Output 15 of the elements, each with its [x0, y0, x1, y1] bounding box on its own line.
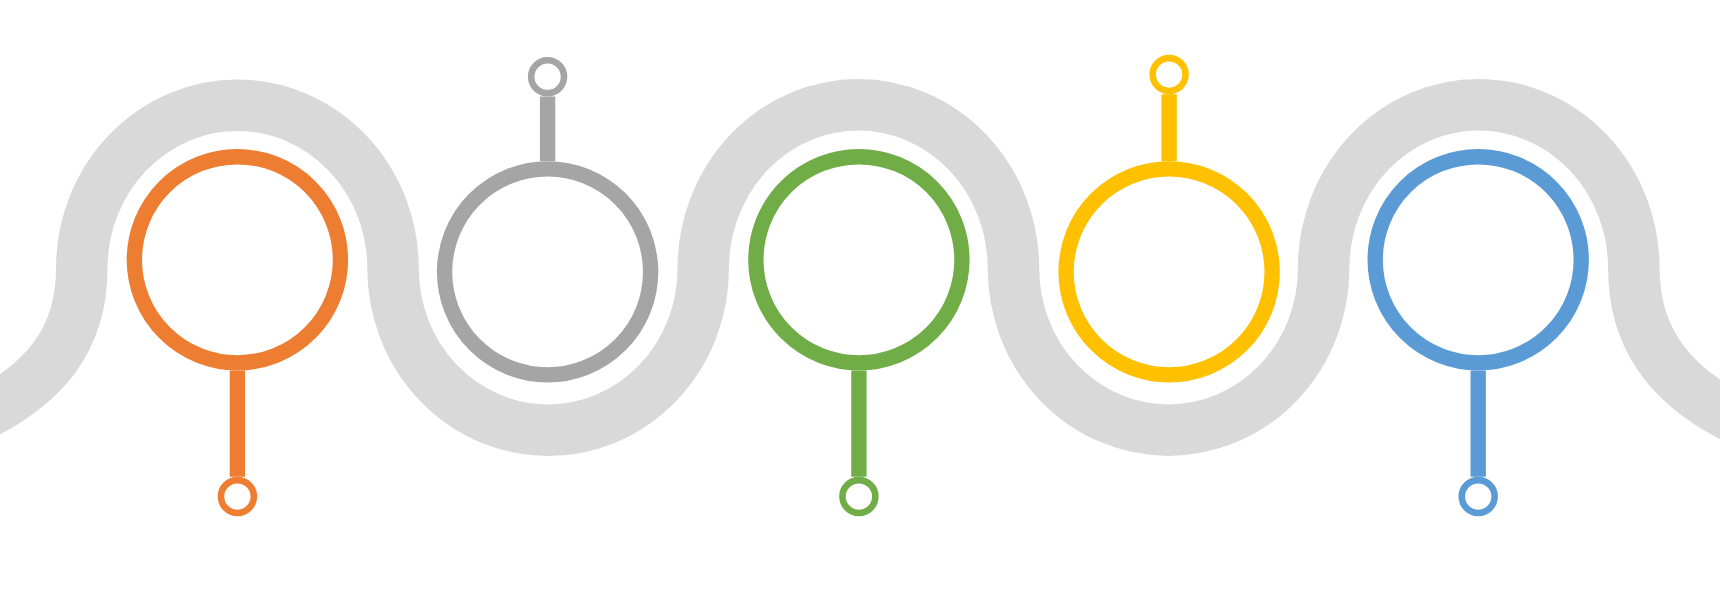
pin-circle	[527, 57, 568, 97]
connector-line	[539, 96, 556, 162]
pin-circle	[1149, 54, 1189, 95]
connector-line	[229, 370, 246, 477]
ring-circle	[1367, 149, 1589, 371]
connector-line	[1470, 370, 1486, 477]
pin-circle	[839, 476, 879, 517]
ring-circle	[436, 161, 659, 383]
pin-circle	[217, 476, 258, 517]
pin-circle	[1458, 476, 1498, 517]
connector-line	[851, 370, 867, 477]
ring-circle	[126, 149, 349, 371]
connector-line	[1161, 94, 1177, 162]
ring-circle	[748, 149, 970, 371]
ring-circle	[1058, 161, 1280, 383]
